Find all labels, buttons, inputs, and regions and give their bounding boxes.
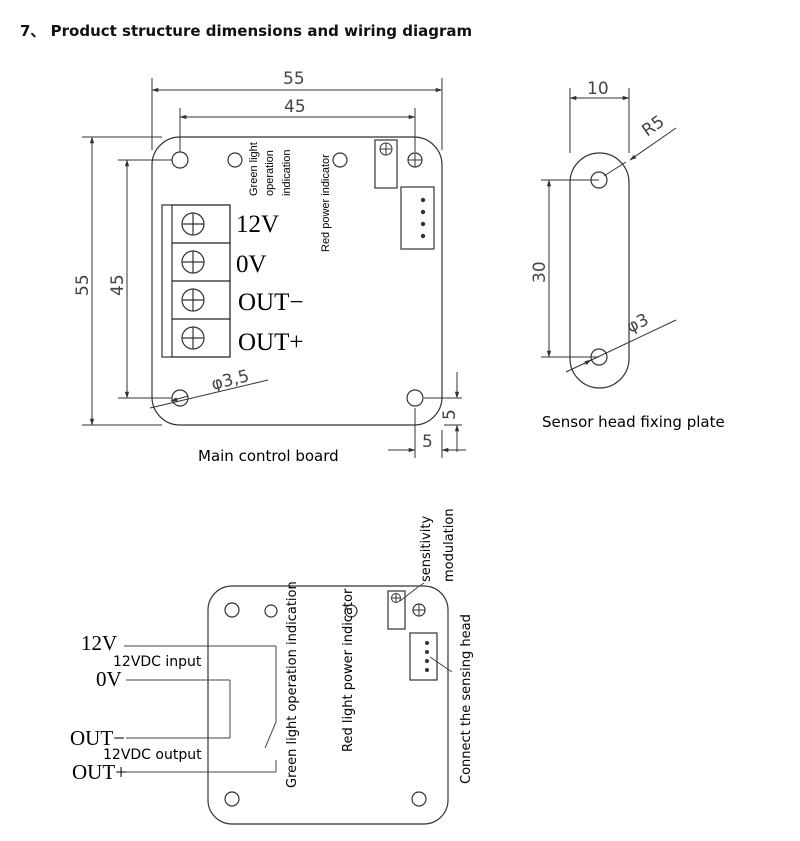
wiring-sensitivity-line1: sensitivity [419, 515, 434, 582]
wiring-sensor-connector [409, 632, 438, 681]
terminal-label-12v: 12V [236, 211, 279, 238]
dim-width-outer: 55 [283, 69, 305, 89]
potentiometer [374, 139, 398, 189]
plate-dim-hole-spacing: 30 [530, 261, 550, 283]
main-control-board [151, 136, 443, 426]
wiring-red-label: Red light power indicator [341, 588, 356, 752]
wiring-lines [124, 582, 453, 773]
wiring-hole-br [411, 791, 427, 807]
wiring-hole-bl [224, 791, 240, 807]
wiring-board-outline [207, 585, 449, 825]
wiring-green-led [264, 604, 278, 618]
green-led [227, 152, 243, 168]
terminal-label-out-minus: OUT− [238, 289, 303, 316]
green-label-line3: indication [281, 150, 293, 196]
main-board-caption: Main control board [198, 447, 339, 465]
dim-height-inner: 45 [108, 274, 128, 296]
section-heading: 7、 Product structure dimensions and wiri… [20, 22, 473, 40]
wiring-label-12v: 12V [81, 631, 117, 655]
plate-caption: Sensor head fixing plate [542, 413, 725, 431]
green-label-line1: Green light [248, 142, 260, 196]
sensor-connector [400, 186, 435, 250]
wiring-input-note: 12VDC input [113, 654, 202, 670]
wiring-output-note: 12VDC output [103, 747, 202, 763]
dim-width-inner: 45 [284, 97, 306, 117]
plate-dimensions [541, 88, 677, 373]
green-label-line2: operation [264, 150, 276, 196]
wiring-label-out-minus: OUT− [70, 726, 125, 750]
wiring-sensing-head-label: Connect the sensing head [459, 614, 474, 784]
wiring-board [207, 585, 449, 825]
wiring-red-led [344, 604, 358, 618]
red-led [332, 152, 348, 168]
dim-edge-offset-x: 5 [422, 432, 433, 452]
sensor-fixing-plate [569, 152, 630, 389]
wiring-green-label: Green light operation indication [285, 581, 300, 788]
terminal-label-0v: 0V [236, 251, 267, 278]
red-power-label: Red power indicator [320, 154, 332, 252]
terminal-label-out-plus: OUT+ [238, 329, 303, 356]
wiring-sensitivity-line2: modulation [442, 508, 457, 582]
plate-outline [569, 152, 630, 389]
wiring-potentiometer [387, 590, 406, 630]
wiring-hole-tl [224, 602, 240, 618]
board-outline [151, 136, 443, 426]
mount-hole-br [406, 389, 424, 407]
terminal-screws [181, 212, 205, 350]
wiring-label-0v: 0V [96, 667, 122, 691]
main-board-dimensions [82, 78, 466, 458]
mount-hole-tl [171, 151, 189, 169]
dim-edge-offset-y: 5 [440, 409, 460, 420]
wiring-label-out-plus: OUT+ [72, 760, 127, 784]
dim-hole-diameter: φ3,5 [209, 366, 251, 395]
dim-height-outer: 55 [73, 274, 93, 296]
plate-dim-width: 10 [587, 79, 609, 99]
